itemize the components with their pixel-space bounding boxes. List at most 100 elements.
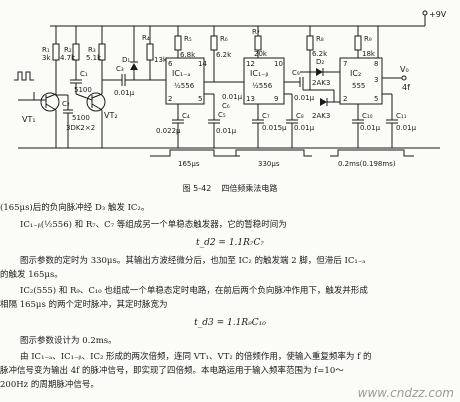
r6-label: R₆ xyxy=(220,35,228,43)
ic1a-pin6: 6 xyxy=(168,60,173,68)
c10-value: 0.01μ xyxy=(360,124,381,132)
ic2-pin3: 3 xyxy=(374,76,378,84)
output-terminal xyxy=(401,75,407,81)
r7-label: R₇ xyxy=(252,28,260,36)
c3-value: 0.01μ xyxy=(114,89,135,97)
c2-label: C₂ xyxy=(62,100,70,108)
c4-label: C₄ xyxy=(182,112,190,120)
ic1a-pin5: 5 xyxy=(198,95,202,103)
vt2-label: VT₂ xyxy=(104,111,118,120)
c9-value: 0.01μ xyxy=(294,94,315,102)
r8-label: R₈ xyxy=(316,35,324,43)
diode-d1-icon xyxy=(130,63,138,70)
vt1-label: VT₁ xyxy=(22,115,36,124)
output-label: V₀ xyxy=(400,65,409,74)
c5-label: C₅ xyxy=(218,111,226,119)
supply-label: +9V xyxy=(429,10,447,19)
paragraph-line-4: 的触发 165μs。 xyxy=(0,270,63,280)
paragraph-line-7: 图示参数设计为 0.2ms。 xyxy=(20,336,117,346)
r3-value: 5.1k xyxy=(86,54,102,62)
c7-value: 0.015μ xyxy=(262,124,287,132)
formula-td2: t_d2 = 1.1R₇C₇ xyxy=(195,238,265,248)
r6-value: 6.2k xyxy=(216,51,232,59)
c8-label: C₈ xyxy=(296,112,304,120)
ic2-pin8: 8 xyxy=(374,60,378,68)
ic1b-pin12: 12 xyxy=(246,60,255,68)
c9-label: C₉ xyxy=(292,69,300,77)
c11-label: C₁₁ xyxy=(396,112,407,120)
c1-value: 5100 xyxy=(74,86,92,94)
formula-td3: t_d3 = 1.1R₉C₁₀ xyxy=(194,318,266,328)
ic2-pin7: 7 xyxy=(343,60,347,68)
timing-330us: 330μs xyxy=(258,160,280,168)
diode-d3-icon xyxy=(320,98,327,106)
r3-label: R₃ xyxy=(88,46,96,54)
r4-value: 13k xyxy=(154,56,168,64)
r5-value: 6.8k xyxy=(180,51,196,59)
r9-value: 18k xyxy=(362,50,376,58)
r1-value: 3k xyxy=(42,54,51,62)
resistor-r9 xyxy=(354,35,362,51)
ic2-type: 555 xyxy=(352,82,365,90)
ic1a-label: IC₁₋ₐ xyxy=(172,69,191,78)
transistor-vt1-icon xyxy=(40,92,60,112)
timing-165us-waveform xyxy=(150,149,240,157)
paragraph-line-5: IC₂(555) 和 R₉、C₁₀ 也组成一个单稳态定时电路，在前后两个负向脉冲… xyxy=(20,286,368,296)
timing-02ms-waveform xyxy=(330,149,414,157)
ic1b-type: ½556 xyxy=(252,82,273,90)
r2-label: R₂ xyxy=(64,46,72,54)
input-pulse-icon xyxy=(14,71,34,81)
c6-label: C₆ xyxy=(222,102,230,110)
d2-label: D₂ xyxy=(316,58,324,66)
c10-label: C₁₀ xyxy=(362,112,373,120)
r8-value: 6.2k xyxy=(312,50,328,58)
d1-label: D₁ xyxy=(122,56,130,64)
d3-type: 2AK3 xyxy=(312,112,330,120)
resistor-r5 xyxy=(174,35,182,51)
paragraph-line-8: 由 IC₁₋ₐ、IC₁₋ᵦ、IC₂ 形成的两次倍频，连同 VT₁、VT₂ 的倍频… xyxy=(20,352,372,362)
timing-165us: 165μs xyxy=(178,160,200,168)
d2-type: 2AK3 xyxy=(312,79,330,87)
ic2-label: IC₂ xyxy=(350,69,361,78)
r4-label: R₄ xyxy=(142,34,150,42)
resistor-r7 xyxy=(254,35,262,51)
ic1b-pin9: 9 xyxy=(274,95,278,103)
paragraph-line-9: 脉冲信号变为输出 4f 的脉冲信号，即实现了四倍频。本电路运用于输入频率范围为 … xyxy=(0,366,344,376)
c1-label: C₁ xyxy=(80,70,88,78)
ic1a-pin14: 14 xyxy=(198,60,207,68)
figure-caption: 图 5-42 四倍频乘法电路 xyxy=(0,183,460,194)
paragraph-line-3: 图示参数的定时为 330μs。其输出方波经微分后，也加至 IC₂ 的触发端 2 … xyxy=(20,256,366,266)
ic1b-label: IC₁₋ᵦ xyxy=(250,69,269,78)
r9-label: R₉ xyxy=(364,35,372,43)
resistor-r1 xyxy=(52,43,60,61)
timing-330us-waveform xyxy=(232,149,312,157)
c6-value: 0.01μ xyxy=(222,93,243,101)
site-watermark: www.cndzz.com xyxy=(357,386,454,400)
ic1a-chip xyxy=(165,57,205,105)
ic1b-pin13: 13 xyxy=(246,95,255,103)
paragraph-line-1: (165μs)后的负向脉冲经 D₃ 触发 IC₂。 xyxy=(0,203,150,213)
output-frequency: 4f xyxy=(402,83,410,92)
paragraph-line-6: 相隔 165μs 的两个定时脉冲，其定时脉宽为 xyxy=(0,300,168,310)
ic2-pin2: 2 xyxy=(343,95,347,103)
transistor-vt2-icon xyxy=(86,92,106,112)
resistor-r4 xyxy=(146,43,154,61)
c3-label: C₃ xyxy=(116,65,124,73)
ic1a-type: ½556 xyxy=(174,82,195,90)
r1-label: R₁ xyxy=(42,46,50,54)
ic1a-pin2: 2 xyxy=(168,95,172,103)
diode-d2-icon xyxy=(316,68,323,76)
c11-value: 0.01μ xyxy=(396,124,417,132)
c5-value: 0.01μ xyxy=(216,127,237,135)
supply-terminal xyxy=(422,10,428,16)
ic1b-pin10: 10 xyxy=(274,60,283,68)
figure-title: 四倍频乘法电路 xyxy=(221,184,278,193)
ic2-pin5: 5 xyxy=(374,95,378,103)
r7-value: 20k xyxy=(254,50,268,58)
resistor-r6 xyxy=(210,35,218,51)
figure-number: 图 5-42 xyxy=(182,184,212,193)
c7-label: C₇ xyxy=(262,112,270,120)
vt-type: 3DK2×2 xyxy=(66,124,95,132)
ic1b-chip xyxy=(243,57,285,105)
r2-value: 4.7k xyxy=(60,54,76,62)
